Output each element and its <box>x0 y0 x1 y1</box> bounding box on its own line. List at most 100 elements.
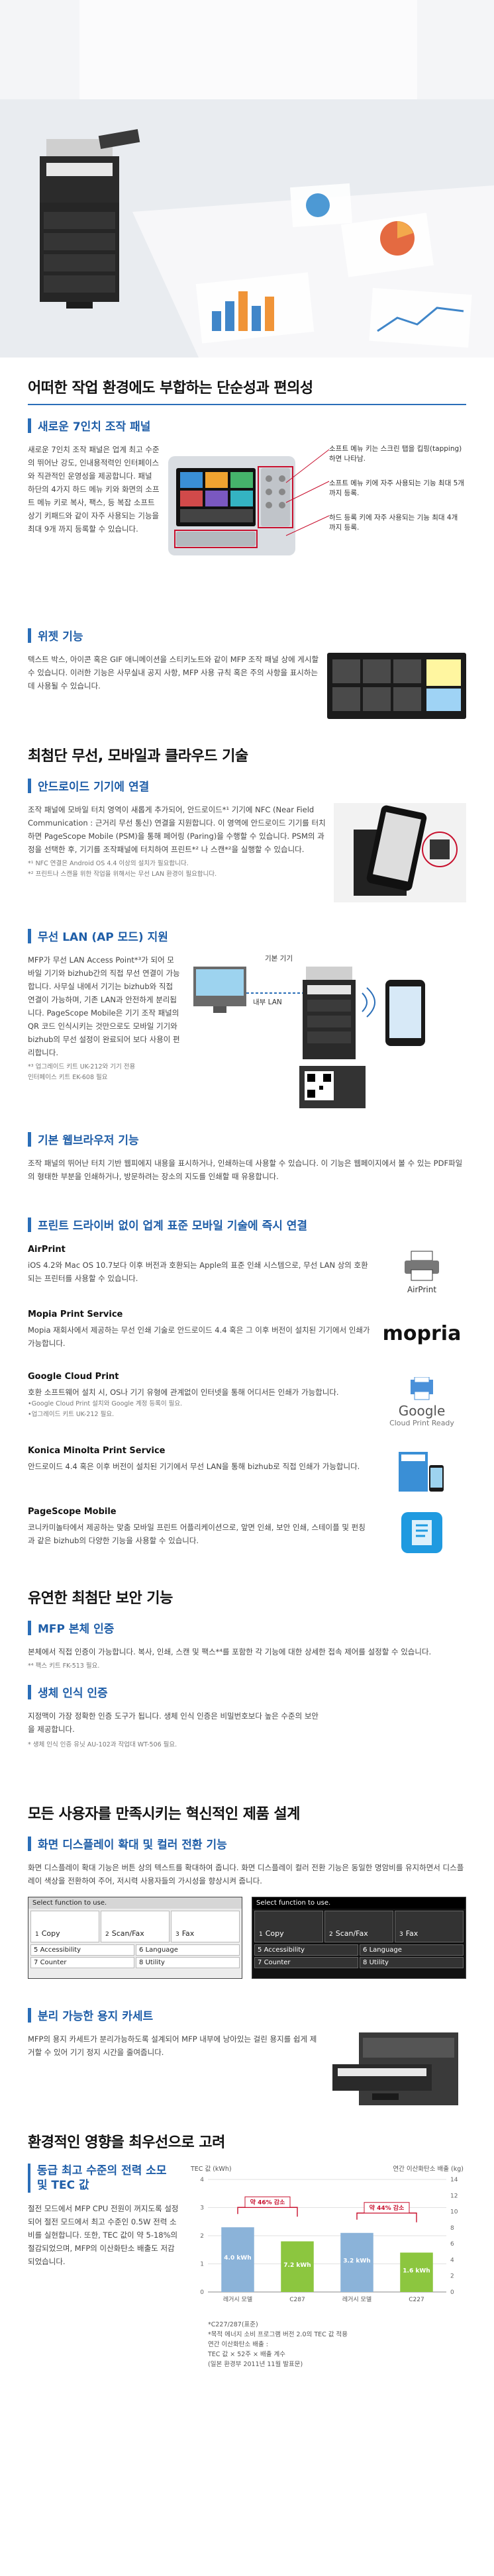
scan-fax-button[interactable]: 2 Scan/Fax <box>324 1911 393 1942</box>
y-tick-label: 2 <box>200 2233 204 2240</box>
list-item: PageScope Mobile 코니카미놀타에서 제공하는 맞춤 모바일 프린… <box>28 1504 466 1568</box>
subhead-tec-text: 동급 최고 수준의 전력 소모 및 TEC 값 <box>36 2164 167 2192</box>
utility-button[interactable]: 8 Utility <box>136 1957 240 1968</box>
copy-button[interactable]: 1 Copy <box>30 1911 99 1942</box>
android-body: 조작 패널에 모바일 터치 영역이 새롭게 추가되어, 안드로이드*¹ 기기에 … <box>28 805 326 854</box>
counter-button[interactable]: 7 Counter <box>30 1957 134 1968</box>
callout-2: 소프트 메뉴 키에 자주 사용되는 기능 최대 5개 까지 등록. <box>329 479 464 497</box>
bar <box>281 2241 314 2292</box>
mopria-text: mopria <box>382 1321 462 1345</box>
subhead-lan: 무선 LAN (AP 모드) 지원 <box>28 928 466 944</box>
btn-num: 1 <box>35 1931 39 1938</box>
language-button[interactable]: 6 Language <box>360 1944 464 1956</box>
list-label: Language <box>145 1946 178 1954</box>
subhead-lan-text: 무선 LAN (AP 모드) 지원 <box>38 931 168 944</box>
item-name: PageScope Mobile <box>28 1507 117 1517</box>
copy-button[interactable]: 1 Copy <box>254 1911 323 1942</box>
category-label: 레거시 모델 <box>342 2295 371 2303</box>
btn-label: Copy <box>41 1929 60 1938</box>
btn-label: Fax <box>181 1929 195 1938</box>
office-scene-image <box>0 0 494 358</box>
item-body: 호환 소프트웨어 설치 시, OS나 기기 유형에 관계없이 인터넷을 통해 어… <box>28 1388 339 1397</box>
y2-tick-label: 12 <box>450 2193 458 2199</box>
reduction-label: 약 44% 감소 <box>370 2204 405 2212</box>
y-tick-label: 3 <box>200 2205 204 2212</box>
cassette-image <box>332 2032 465 2105</box>
y2-tick-label: 8 <box>450 2225 454 2232</box>
cassette-feature: MFP의 용지 카세트가 분리가능하도록 설계되어 MFP 내부에 낭아있는 걸… <box>28 2032 466 2112</box>
screen-list: 5 Accessibility 6 Language 7 Counter 8 U… <box>252 1944 466 1968</box>
bar <box>340 2232 373 2292</box>
item-note: •Google Cloud Print 설치와 Google 계정 등록이 필요… <box>28 1400 183 1407</box>
accessibility-button[interactable]: 5 Accessibility <box>30 1944 134 1956</box>
lan-note-1: *³ 업그레이드 키트 UK-212와 기기 전용 <box>28 1063 136 1071</box>
list-num: 6 <box>139 1946 144 1954</box>
web-body: 조작 패널의 뛰어난 터치 기반 웹피에지 내용을 표시하거나, 인쇄하는데 사… <box>28 1159 463 1181</box>
cloud-printer-icon <box>411 1376 433 1400</box>
legend-line: 연간 이산화탄소 배출 : <box>208 2341 268 2348</box>
list-num: 5 <box>34 1946 38 1954</box>
accessibility-button[interactable]: 5 Accessibility <box>254 1944 358 1956</box>
lan-diagram: 기본 기기 내부 LAN <box>187 953 465 1112</box>
widget-screen-illustration <box>327 653 466 719</box>
panel-body: 새로운 7인치 조작 패널은 업계 최고 수준의 뛰어난 강도, 인내용적력인 … <box>28 445 160 534</box>
legend-line: *C227/287(표준) <box>208 2321 258 2328</box>
chart-legend: *C227/287(표준) *목적 에너지 소비 프로그램 버전 2.0의 TE… <box>208 2320 348 2369</box>
item-body: 코니카미놀타에서 제공하는 맞춤 모바일 프린트 어플리케이션으로, 앞면 인쇄… <box>28 1523 366 1545</box>
scan-fax-button[interactable]: 2 Scan/Fax <box>101 1911 170 1942</box>
subhead-zoom: 화면 디스플레이 확대 및 컬러 전환 기능 <box>28 1835 466 1852</box>
category-label: C287 <box>289 2297 305 2303</box>
screen-header: Select function to use. <box>252 1897 466 1909</box>
list-label: Counter <box>264 1959 291 1966</box>
fax-button[interactable]: 3 Fax <box>171 1911 240 1942</box>
panel-feature: 새로운 7인치 조작 패널은 업계 최고 수준의 뛰어난 강도, 인내용적력인 … <box>28 443 466 615</box>
tec-body: 절전 모드에서 MFP CPU 전원이 꺼지도록 설정되어 절전 모드에서 최고… <box>28 2204 179 2266</box>
item-name: Google Cloud Print <box>28 1372 119 1382</box>
y-tick-label: 4 <box>200 2177 204 2183</box>
subhead-zoom-text: 화면 디스플레이 확대 및 컬러 전환 기능 <box>38 1838 227 1852</box>
list-num: 7 <box>258 1959 262 1966</box>
reduction-label: 약 46% 감소 <box>250 2198 285 2206</box>
callout-1: 소프트 메뉴 키는 스크린 탭을 킵핑(tapping)하면 나타남. <box>329 445 462 463</box>
list-item: Google Cloud Print 호환 소프트웨어 설치 시, OS나 기기… <box>28 1369 466 1443</box>
y-tick-label: 1 <box>200 2262 204 2268</box>
fax-button[interactable]: 3 Fax <box>395 1911 464 1942</box>
title-underline <box>28 404 466 405</box>
item-note: •업그레이드 키트 UK-212 필요. <box>28 1411 115 1418</box>
list-label: Language <box>369 1946 402 1954</box>
legend-line: (일본 환경부 2011년 11월 발표문) <box>208 2361 303 2368</box>
subhead-auth: MFP 본체 인증 <box>28 1619 466 1636</box>
utility-button[interactable]: 8 Utility <box>360 1957 464 1968</box>
list-num: 5 <box>258 1946 262 1954</box>
subhead-bio-text: 생체 인식 인증 <box>38 1687 108 1700</box>
section-title-security: 유연한 최첨단 보안 기능 <box>28 1590 173 1607</box>
bio-feature: 지정맥이 가장 정확한 인증 도구가 됩니다. 생체 인식 인증은 비밀번호보다… <box>28 1709 466 1776</box>
category-label: 레거시 모델 <box>223 2295 252 2303</box>
android-note-1: *¹ NFC 연결은 Android OS 4.4 이상의 설치가 필요합니다. <box>28 860 189 867</box>
mopria-logo: mopria <box>379 1307 465 1360</box>
subhead-auth-text: MFP 본체 인증 <box>38 1623 115 1636</box>
subhead-web-text: 기본 웹브라우저 기능 <box>38 1134 139 1147</box>
bar <box>221 2227 254 2292</box>
subhead-cassette: 분리 가능한 용지 카세트 <box>28 2007 466 2023</box>
screen-normal: Select function to use. 1 Copy 2 Scan/Fa… <box>28 1897 242 1979</box>
subhead-widget: 위젯 기능 <box>28 627 466 644</box>
list-label: Utility <box>145 1959 165 1966</box>
zoom-screens: Select function to use. 1 Copy 2 Scan/Fa… <box>28 1897 466 1983</box>
btn-num: 1 <box>259 1931 263 1938</box>
label-device: 기본 기기 <box>265 955 293 963</box>
counter-button[interactable]: 7 Counter <box>254 1957 358 1968</box>
item-name: Konica Minolta Print Service <box>28 1446 166 1456</box>
list-num: 6 <box>363 1946 368 1954</box>
callout-lines <box>285 449 330 536</box>
btn-label: Scan/Fax <box>111 1929 144 1938</box>
airprint-text: AirPrint <box>407 1284 437 1294</box>
section-title-environment: 환경적인 영향을 최우선으로 고려 <box>28 2134 225 2151</box>
subhead-android: 안드로이드 기기에 연결 <box>28 777 466 794</box>
lan-note-2: 인터페이스 키트 EK-608 필요 <box>28 1074 108 1081</box>
screen-list: 5 Accessibility 6 Language 7 Counter 8 U… <box>28 1944 242 1968</box>
section-title-wireless: 최첨단 무선, 모바일과 클라우드 기술 <box>28 748 248 765</box>
auth-note: *⁴ 팩스 키트 FK-513 필요. <box>28 1662 100 1670</box>
language-button[interactable]: 6 Language <box>136 1944 240 1956</box>
